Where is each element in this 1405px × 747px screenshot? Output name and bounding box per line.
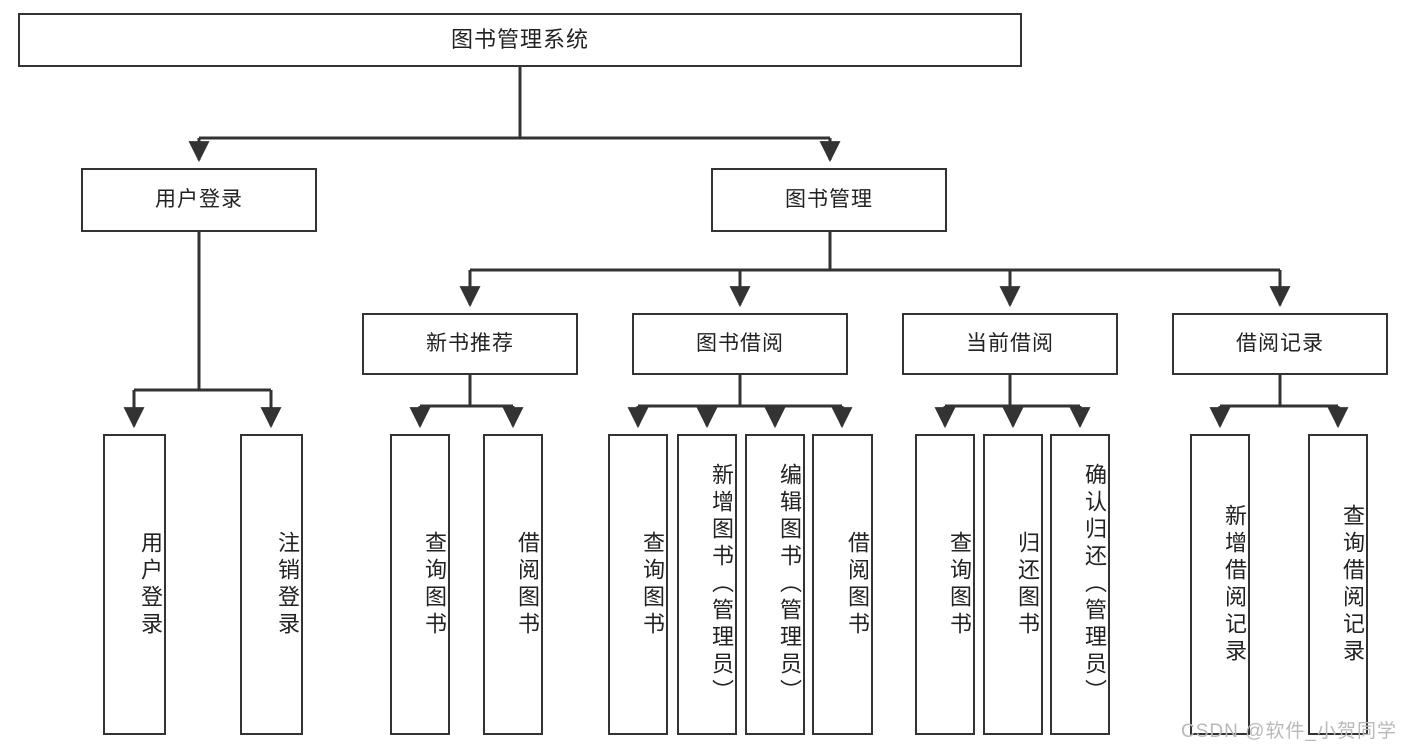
node-leaf-logout-label: 注销登录 [275,530,300,639]
node-leaf-borrow-book-1[interactable]: 借阅图书 [483,434,543,735]
node-user-login-label: 用户登录 [155,187,243,211]
node-leaf-user-login[interactable]: 用户登录 [103,434,166,735]
node-leaf-return-book-label: 归还图书 [1015,530,1040,639]
node-leaf-borrow-book-1-label: 借阅图书 [515,530,540,639]
node-leaf-user-login-label: 用户登录 [138,530,163,639]
node-leaf-add-record-label: 新增借阅记录 [1222,503,1247,666]
node-leaf-add-book[interactable]: 新增图书（管理员） [677,434,737,735]
node-book-manage-label: 图书管理 [785,187,873,211]
node-leaf-query-record-label: 查询借阅记录 [1340,503,1365,666]
node-leaf-borrow-book-2-label: 借阅图书 [845,530,870,639]
node-leaf-query-book-1-label: 查询图书 [422,530,447,639]
node-leaf-confirm-return-label: 确认归还（管理员） [1082,463,1107,706]
node-leaf-query-book-3-label: 查询图书 [947,530,972,639]
node-borrow-record-label: 借阅记录 [1236,331,1324,355]
node-leaf-query-record[interactable]: 查询借阅记录 [1308,434,1368,735]
node-current-borrow-label: 当前借阅 [966,331,1054,355]
node-leaf-edit-book-label: 编辑图书（管理员） [777,463,802,706]
node-current-borrow[interactable]: 当前借阅 [902,313,1118,375]
node-leaf-return-book[interactable]: 归还图书 [983,434,1043,735]
watermark: CSDN @软件_小贺同学 [1181,721,1397,742]
node-leaf-borrow-book-2[interactable]: 借阅图书 [812,434,873,735]
node-leaf-query-book-2-label: 查询图书 [640,530,665,639]
node-leaf-add-book-label: 新增图书（管理员） [709,463,734,706]
node-book-borrow-label: 图书借阅 [696,331,784,355]
node-book-borrow[interactable]: 图书借阅 [632,313,848,375]
node-leaf-query-book-2[interactable]: 查询图书 [608,434,668,735]
node-user-login[interactable]: 用户登录 [81,168,317,232]
node-leaf-confirm-return[interactable]: 确认归还（管理员） [1050,434,1110,735]
node-book-manage[interactable]: 图书管理 [711,168,947,232]
node-leaf-edit-book[interactable]: 编辑图书（管理员） [745,434,805,735]
node-leaf-query-book-1[interactable]: 查询图书 [390,434,450,735]
node-root-label: 图书管理系统 [450,27,589,53]
node-borrow-record[interactable]: 借阅记录 [1172,313,1388,375]
node-leaf-logout[interactable]: 注销登录 [240,434,303,735]
node-root[interactable]: 图书管理系统 [18,13,1022,67]
node-leaf-add-record[interactable]: 新增借阅记录 [1190,434,1250,735]
node-new-book-recommend[interactable]: 新书推荐 [362,313,578,375]
node-new-book-recommend-label: 新书推荐 [426,331,514,355]
node-leaf-query-book-3[interactable]: 查询图书 [915,434,975,735]
